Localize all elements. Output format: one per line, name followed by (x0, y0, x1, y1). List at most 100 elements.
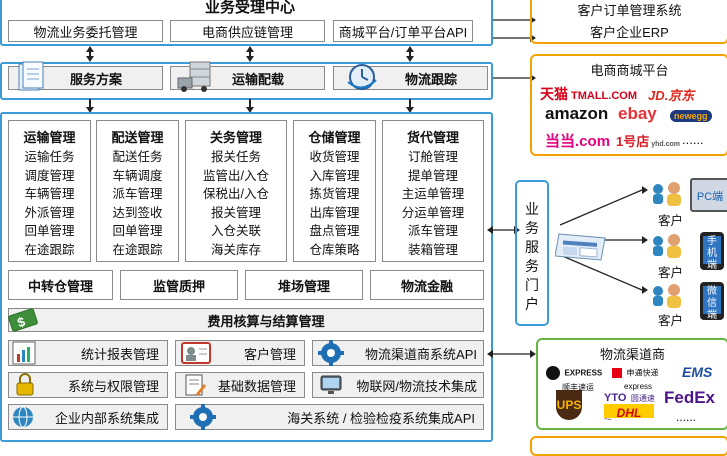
logistics-channel-frame (536, 338, 727, 430)
module-delivery[interactable]: 配送管理 配送任务 车辆调度 派车管理 达到签收 回单管理 在途跟踪 (96, 120, 179, 262)
sf-express-logo: EXPRESS 顺丰速运 (546, 364, 604, 393)
business-center-frame (0, 0, 493, 46)
module-item[interactable]: 回单管理 (112, 224, 163, 239)
module-item[interactable]: 调度管理 (24, 168, 75, 183)
document-icon (18, 61, 44, 91)
newegg-logo: newegg (670, 110, 712, 122)
ebay-logo: ebay (618, 104, 657, 123)
service-portal-label: 业务服务门户 (525, 201, 539, 312)
module-item[interactable]: 报关任务 (210, 150, 261, 164)
module-item[interactable]: 车辆管理 (24, 187, 75, 202)
module-item[interactable]: 提单管理 (407, 168, 458, 183)
sto-express-logo: 申通快递 express (612, 364, 664, 391)
module-item[interactable]: 拣货管理 (309, 187, 360, 202)
fedex-logo: FedEx (664, 388, 716, 407)
wechat-device[interactable]: 微信端 (700, 282, 724, 321)
truck-icon (177, 61, 211, 92)
tmall-cn: 天猫 (540, 86, 568, 102)
base-data-label: 基础数据管理 (217, 378, 296, 394)
module-item[interactable]: 盘点管理 (309, 224, 360, 239)
services-frame (0, 62, 493, 100)
module-warehouse-title: 仓储管理 (308, 130, 361, 145)
module-item[interactable]: 海关库存 (210, 242, 261, 257)
module-customs-title: 关务管理 (209, 130, 262, 145)
module-delivery-title: 配送管理 (111, 130, 164, 145)
module-item[interactable]: 在途跟踪 (112, 242, 163, 257)
internal-integration-label: 企业内部系统集成 (54, 410, 159, 426)
module-item[interactable]: 配送任务 (112, 150, 163, 164)
module-item[interactable]: 达到签收 (112, 205, 163, 220)
iot-tech-label: 物联网/物流技术集成 (356, 378, 477, 394)
module-transport[interactable]: 运输管理 运输任务 调度管理 车辆管理 外派管理 回单管理 在途跟踪 (8, 120, 91, 262)
yard-management-box[interactable]: 堆场管理 (245, 270, 363, 300)
module-item[interactable]: 保税出/入仓 (203, 187, 269, 202)
customs-api-box[interactable]: 海关系统 / 检验检疫系统集成API (175, 404, 484, 430)
module-item[interactable]: 订舱管理 (407, 150, 458, 164)
module-warehouse[interactable]: 仓储管理 收货管理 入库管理 拣货管理 出库管理 盘点管理 仓库策略 (293, 120, 376, 262)
transport-load-label: 运输配载 (231, 71, 284, 87)
tab-mall-order-api[interactable]: 商城平台/订单平台API (333, 20, 473, 42)
module-item[interactable]: 监管出/入仓 (203, 168, 269, 183)
module-item[interactable]: 在途跟踪 (24, 242, 75, 257)
system-permission-box[interactable]: 系统与权限管理 (8, 372, 168, 398)
customer-erp[interactable]: 客户企业ERP (590, 25, 669, 40)
module-item[interactable]: 装箱管理 (407, 242, 458, 257)
tab-ecommerce-supply-chain[interactable]: 电商供应链管理 (170, 20, 325, 42)
money-icon: $ (8, 308, 38, 332)
module-item[interactable]: 收货管理 (309, 150, 360, 164)
amazon-logo: amazon (545, 104, 609, 123)
transit-warehouse-box[interactable]: 中转仓管理 (8, 270, 113, 300)
module-item[interactable]: 分运单管理 (401, 205, 465, 220)
module-item[interactable]: 报关管理 (210, 205, 261, 220)
module-item[interactable]: 外派管理 (24, 205, 75, 220)
stats-report-label: 统计报表管理 (80, 346, 159, 362)
globe-icon (13, 406, 33, 428)
module-item[interactable]: 派车管理 (112, 187, 163, 202)
ecommerce-frame (530, 54, 727, 156)
dangdang-com: .com (575, 133, 611, 150)
lock-icon (16, 373, 34, 396)
system-permission-label: 系统与权限管理 (67, 378, 159, 394)
customer-label: 客户 (658, 266, 684, 280)
module-item[interactable]: 入仓关联 (210, 224, 261, 239)
customer-icon (653, 182, 681, 206)
module-transport-title: 运输管理 (23, 130, 76, 145)
logistics-finance-box[interactable]: 物流金融 (370, 270, 484, 300)
sto-icon (612, 367, 622, 378)
module-item[interactable]: 仓库策略 (309, 242, 360, 257)
customer-label: 客户 (658, 214, 684, 228)
ecommerce-more: ...... (682, 132, 704, 147)
report-icon (12, 341, 36, 365)
module-item[interactable]: 派车管理 (407, 224, 458, 239)
tab-logistics-entrust[interactable]: 物流业务委托管理 (8, 20, 163, 42)
module-item[interactable]: 主运单管理 (401, 187, 465, 202)
dhl-logo: DHL (604, 404, 654, 420)
module-item[interactable]: 出库管理 (309, 205, 360, 220)
customer-order-system[interactable]: 客户订单管理系统 (577, 3, 682, 18)
sto-cn: 申通快递 (626, 368, 659, 378)
jd-logo: JD.京东 (648, 88, 695, 103)
portal-screenshot-image (555, 233, 606, 261)
supervised-pledge-box[interactable]: 监管质押 (120, 270, 238, 300)
internal-integration-box[interactable]: 企业内部系统集成 (8, 404, 168, 430)
ups-logo: UPS (556, 390, 582, 420)
module-freight[interactable]: 货代管理 订舱管理 提单管理 主运单管理 分运单管理 派车管理 装箱管理 (382, 120, 484, 262)
yhd-com: yhd.com (651, 141, 681, 148)
module-customs[interactable]: 关务管理 报关任务 监管出/入仓 保税出/入仓 报关管理 入仓关联 海关库存 (185, 120, 287, 262)
gear-icon (190, 404, 216, 430)
module-item[interactable]: 车辆调度 (112, 168, 163, 183)
channel-api-label: 物流渠道商系统API (365, 346, 477, 362)
module-item[interactable]: 入库管理 (309, 168, 360, 183)
sf-express-cn: 顺丰速运 (562, 383, 594, 392)
settlement-box[interactable]: 费用核算与结算管理 (8, 308, 484, 332)
module-item[interactable]: 回单管理 (24, 224, 75, 239)
arrows-services-modules (86, 99, 414, 113)
arrows-top-services (86, 46, 414, 62)
document-edit-icon (185, 374, 206, 396)
module-item[interactable]: 运输任务 (24, 150, 75, 164)
service-portal-frame[interactable] (515, 180, 549, 326)
mobile-device[interactable]: 手机端 (700, 232, 724, 271)
tmall-en: TMALL.COM (571, 90, 637, 102)
pc-device[interactable]: PC端 (690, 178, 727, 212)
